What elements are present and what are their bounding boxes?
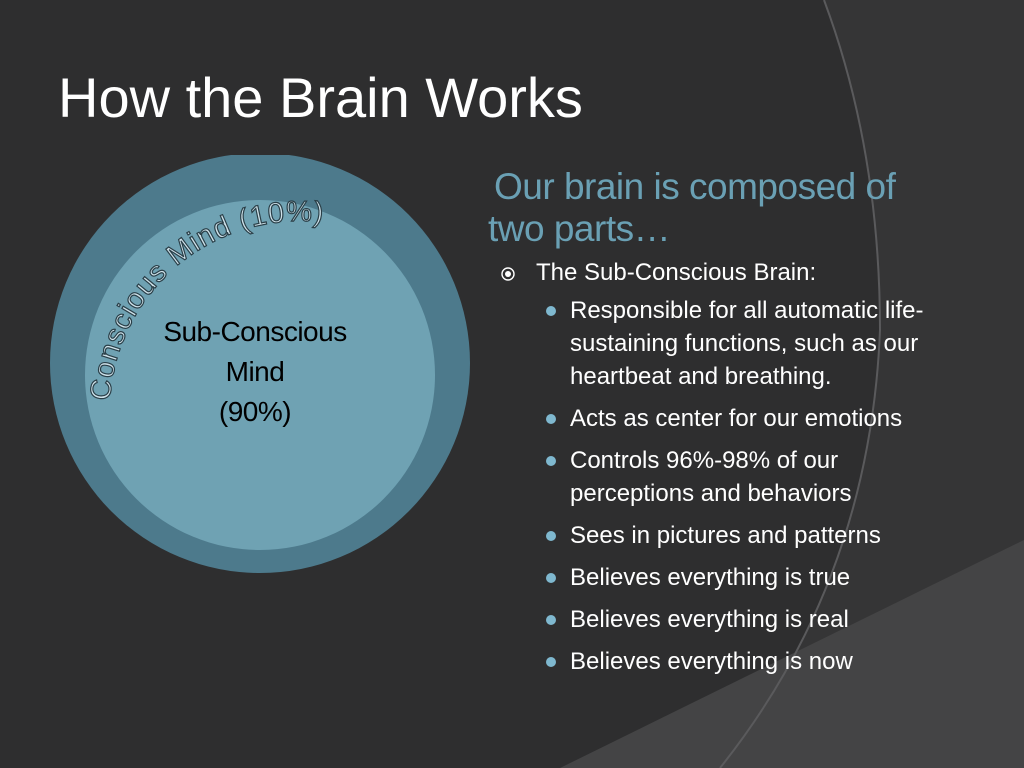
list-item: Responsible for all automatic life- sust…	[522, 294, 1008, 393]
section-heading: Our brain is composed of two parts…	[488, 166, 1008, 250]
sub-bullet-line: Controls 96%-98% of our	[570, 447, 839, 474]
dot-icon	[546, 306, 556, 316]
dot-icon	[546, 615, 556, 625]
list-item: Believes everything is real	[522, 603, 1008, 636]
bullet-label: The Sub-Conscious Brain:	[536, 259, 817, 286]
background-edge-curve	[719, 0, 882, 768]
dot-icon	[546, 573, 556, 583]
sub-bullet-line: Acts as center for our emotions	[570, 405, 903, 432]
dot-icon	[546, 456, 556, 466]
content-area: Our brain is composed of two parts… The …	[488, 166, 1008, 687]
list-item: Sees in pictures and patterns	[522, 519, 1008, 552]
dot-icon	[546, 414, 556, 424]
sub-conscious-mind-circle	[85, 200, 435, 550]
background-arc-band	[720, 0, 1024, 768]
list-item: The Sub-Conscious Brain: Responsible for…	[488, 258, 1008, 678]
dot-icon	[546, 531, 556, 541]
heading-line: two parts…	[488, 208, 671, 249]
list-item: Believes everything is true	[522, 561, 1008, 594]
sub-conscious-mind-label: Sub-Conscious Mind (90%)	[120, 312, 390, 432]
bullet-list: The Sub-Conscious Brain: Responsible for…	[488, 258, 1008, 678]
slide-title: How the Brain Works	[58, 66, 583, 129]
sub-bullet-line: Believes everything is now	[570, 648, 853, 675]
sub-bullet-line: Believes everything is true	[570, 564, 851, 591]
sub-bullet-line: Sees in pictures and patterns	[570, 522, 881, 549]
sub-bullet-line: perceptions and behaviors	[570, 480, 852, 507]
list-item: Believes everything is now	[522, 645, 1008, 678]
heading-line: Our brain is composed of	[494, 166, 896, 207]
inner-label-line: (90%)	[218, 396, 292, 427]
sub-bullet-line: sustaining functions, such as our	[570, 330, 919, 357]
inner-label-line: Mind	[225, 356, 285, 387]
background-lower-wedge	[560, 540, 1024, 768]
brain-diagram: Conscious Mind (10%)	[50, 155, 470, 573]
list-item: Controls 96%-98% of our perceptions and …	[522, 444, 1008, 510]
dot-icon	[546, 657, 556, 667]
sub-bullet-line: Responsible for all automatic life-	[570, 297, 924, 324]
sub-bullet-list: Responsible for all automatic life- sust…	[522, 294, 1008, 678]
sub-bullet-line: Believes everything is real	[570, 606, 849, 633]
list-item: Acts as center for our emotions	[522, 402, 1008, 435]
sub-bullet-line: heartbeat and breathing.	[570, 363, 832, 390]
target-icon	[501, 267, 515, 281]
inner-label-line: Sub-Conscious	[163, 316, 347, 347]
